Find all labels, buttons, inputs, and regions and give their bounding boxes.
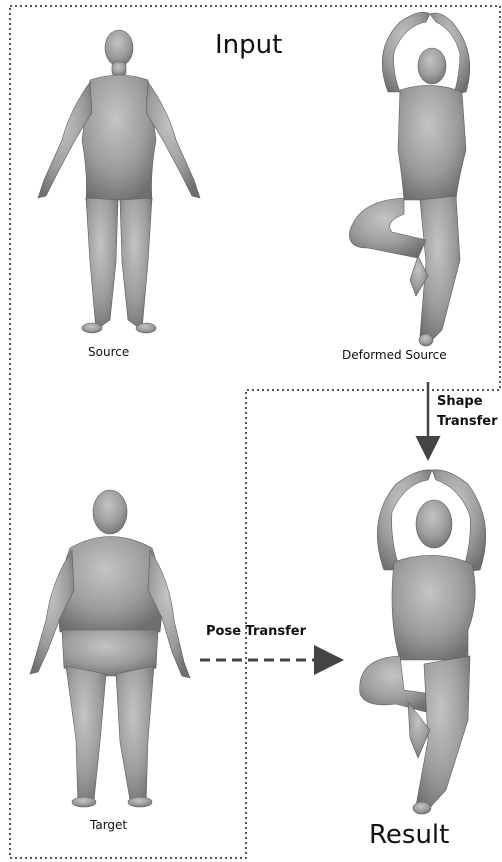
result-body (360, 470, 486, 814)
source-body (38, 30, 200, 333)
source-label: Source (88, 345, 129, 359)
deformed-source-label: Deformed Source (342, 348, 447, 362)
shape-transfer-label-line1: Shape (437, 394, 483, 409)
result-title: Result (369, 820, 449, 850)
pose-transfer-label: Pose Transfer (206, 624, 306, 639)
input-title: Input (215, 30, 282, 60)
target-body (30, 490, 190, 807)
deformed-source-body (349, 12, 469, 346)
shape-transfer-label-line2: Transfer (437, 414, 498, 429)
target-label: Target (90, 818, 127, 832)
